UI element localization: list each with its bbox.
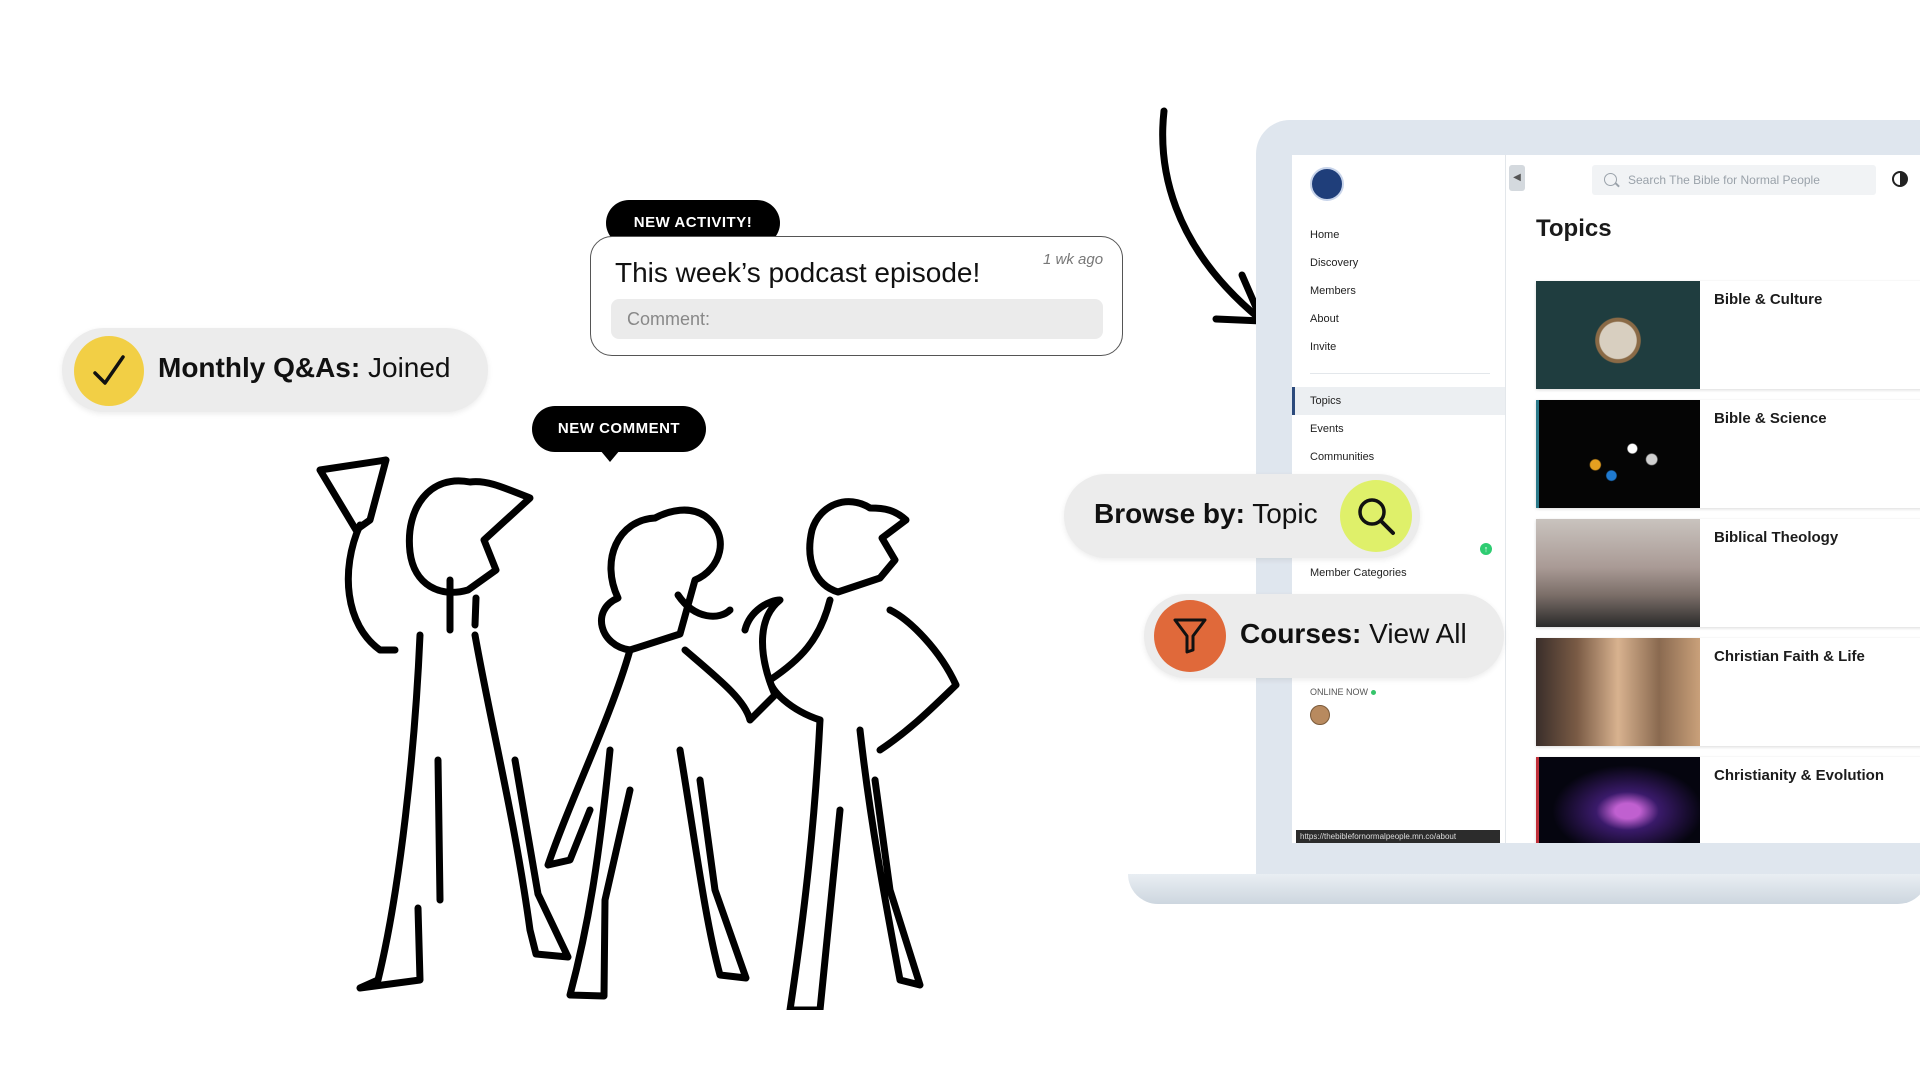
nav-events[interactable]: Events [1310,423,1344,435]
nav-communities[interactable]: Communities [1310,451,1375,463]
online-now-text: ONLINE NOW [1310,687,1369,697]
topic-card-christianity-evolution[interactable]: Christianity & Evolution [1536,757,1920,843]
topic-label: Bible & Culture [1714,291,1823,308]
search-input[interactable]: Search The Bible for Normal People [1592,165,1876,195]
nav-discovery[interactable]: Discovery [1310,257,1359,269]
topic-accent [1536,757,1539,843]
nav-home[interactable]: Home [1310,229,1340,241]
topic-thumb-nebula [1539,757,1700,843]
online-now-label: ONLINE NOW [1310,687,1377,697]
check-circle [74,336,144,406]
collapse-sidebar-button[interactable]: ◀ [1509,165,1525,191]
community-logo[interactable] [1310,167,1344,201]
filter-circle [1154,600,1226,672]
nav-divider [1310,373,1490,374]
topic-thumb-books [1536,519,1700,627]
activity-title[interactable]: This week’s podcast episode! [615,257,981,288]
topic-card-bible-science[interactable]: Bible & Science [1536,400,1920,508]
browse-by-pill[interactable]: Browse by: Topic [1064,474,1420,558]
topic-thumb-people [1536,638,1700,746]
browse-by-label: Browse by: Topic [1094,498,1318,530]
browse-by-value: Topic [1244,498,1318,529]
courses-pill[interactable]: Courses: View All [1144,594,1504,678]
topic-card-christian-faith-life[interactable]: Christian Faith & Life [1536,638,1920,746]
monthly-qa-bold: Monthly Q&As: [158,352,361,383]
topic-label: Biblical Theology [1714,529,1839,546]
topic-accent [1536,400,1539,508]
topic-label: Christianity & Evolution [1714,767,1885,784]
laptop-base [1128,874,1920,904]
nav-topics[interactable]: Topics [1292,387,1505,415]
nav-members[interactable]: Members [1310,285,1356,297]
courses-value: View All [1361,618,1467,649]
monthly-qa-label: Monthly Q&As: Joined [158,352,451,384]
new-comment-tag-pointer [600,450,620,462]
timer-icon[interactable] [1892,171,1908,187]
activity-time: 1 wk ago [1043,251,1104,268]
online-indicator [1371,690,1377,696]
nav-invite[interactable]: Invite [1310,341,1337,353]
monthly-qa-pill[interactable]: Monthly Q&As: Joined [62,328,488,412]
avatar[interactable] [1310,705,1330,725]
search-placeholder: Search The Bible for Normal People [1628,173,1820,187]
courses-bold: Courses: [1240,618,1362,649]
page-title: Topics [1536,215,1612,242]
topic-label: Christian Faith & Life [1714,648,1865,665]
search-circle[interactable] [1340,480,1412,552]
courses-label: Courses: View All [1240,618,1467,650]
member-categories-badge: ↑ [1480,543,1492,555]
topic-label: Bible & Science [1714,410,1827,427]
status-url: https://thebiblefornormalpeople.mn.co/ab… [1296,830,1500,843]
new-comment-tag: NEW COMMENT [532,406,706,452]
topic-card-biblical-theology[interactable]: Biblical Theology [1536,519,1920,627]
nav-member-categories[interactable]: Member Categories [1310,567,1407,579]
browse-by-bold: Browse by: [1094,498,1245,529]
search-icon [1358,498,1395,535]
people-illustration [316,456,960,1010]
search-bar-icon [1604,173,1617,186]
comment-input[interactable]: Comment: [611,299,1103,339]
activity-card[interactable]: This week’s podcast episode! 1 wk ago Co… [590,236,1123,356]
topic-card-bible-culture[interactable]: Bible & Culture [1536,281,1920,389]
topic-thumb-book [1536,281,1700,389]
filter-icon [1173,618,1207,654]
check-icon [93,355,125,385]
topic-thumb-molecule [1539,400,1700,508]
nav-about[interactable]: About [1310,313,1339,325]
monthly-qa-status: Joined [360,352,451,383]
